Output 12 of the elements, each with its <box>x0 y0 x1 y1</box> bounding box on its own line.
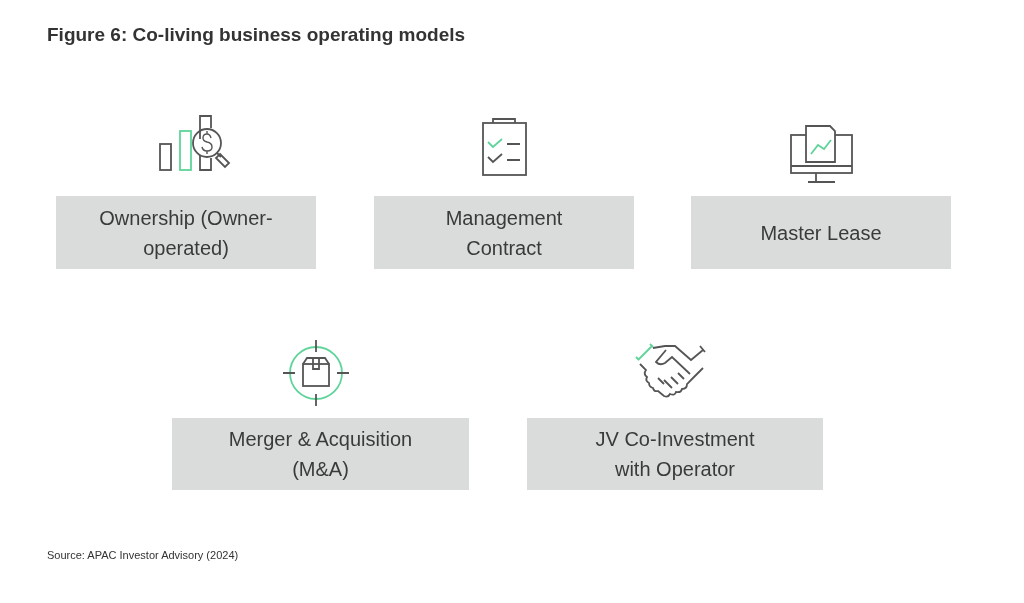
model-label: Master Lease <box>759 220 883 246</box>
model-label: Management Contract <box>444 205 564 261</box>
figure-title: Figure 6: Co-living business operating models <box>47 24 466 46</box>
source-note: Source: APAC Investor Advisory (2024) <box>47 549 239 561</box>
model-box <box>56 196 316 269</box>
model-label: Merger & Acquisition (M&A) <box>227 427 414 482</box>
model-box <box>527 418 823 490</box>
model-box <box>172 418 469 490</box>
model-label: Ownership (Owner-operated) <box>98 205 274 261</box>
model-box <box>691 196 951 269</box>
model-box <box>374 196 634 269</box>
model-label: JV Co-Investment with Operator <box>594 427 756 482</box>
